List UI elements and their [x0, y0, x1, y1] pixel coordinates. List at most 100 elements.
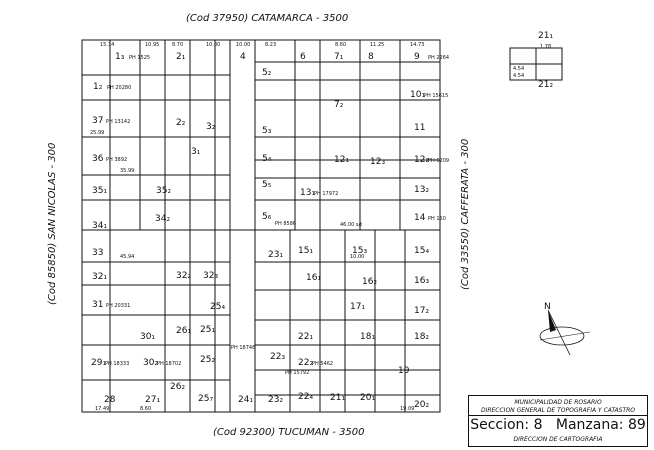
- svg-text:17.49: 17.49: [95, 406, 109, 412]
- parcel-label: 32₁: [92, 272, 108, 282]
- parcel-label: 7₂: [334, 100, 344, 110]
- parcel-label: 25₁: [200, 325, 216, 335]
- parcel-ph-label: PH 5462: [312, 361, 334, 367]
- parcel-label: 31: [92, 300, 104, 310]
- svg-text:14.73: 14.73: [410, 42, 424, 48]
- parcel-ph-label: PH 18333: [105, 361, 130, 367]
- parcel-label: 21₁: [330, 393, 346, 403]
- parcel-label: 20₁: [360, 393, 376, 403]
- parcel-label: 17₁: [350, 302, 366, 312]
- parcel-ph-label: PH 17972: [314, 191, 339, 197]
- street-bottom: (Cod 92300) TUCUMAN - 3500: [213, 427, 365, 438]
- parcel-label: 37: [92, 116, 104, 126]
- svg-text:8.60: 8.60: [335, 42, 346, 48]
- parcel-ph-label: PH 150: [428, 216, 446, 222]
- svg-text:11.25: 11.25: [370, 42, 384, 48]
- parcel-label: 22₄: [298, 392, 314, 402]
- parcel-label: 35₂: [156, 186, 172, 196]
- parcel-label: 33: [92, 248, 104, 258]
- parcel-label: 25₇: [198, 394, 214, 404]
- parcel-label: 8: [368, 52, 374, 62]
- parcel-label: 5₃: [262, 126, 272, 136]
- parcel-label: 2₂: [176, 118, 186, 128]
- parcel-label: 12₂: [414, 155, 430, 165]
- inset-parcel-2: 21₂: [538, 80, 554, 90]
- parcel-label: 22₁: [298, 332, 314, 342]
- block-outline: [81, 39, 441, 413]
- svg-text:45.94: 45.94: [120, 254, 134, 260]
- parcel-label: 16₂: [362, 277, 378, 287]
- parcel-label: 3₂: [206, 122, 216, 132]
- north-arrow-icon: N: [539, 302, 591, 356]
- parcel-label: 14: [414, 213, 426, 223]
- parcel-label: 6: [300, 52, 306, 62]
- parcel-label: PH 15792: [285, 370, 310, 376]
- parcel-label: 20₂: [414, 400, 430, 410]
- parcel-ph-label: PH 2264: [428, 55, 450, 61]
- svg-text:15.14: 15.14: [100, 42, 114, 48]
- parcel-label: 16₁: [306, 273, 322, 283]
- parcel-label: PH 8586: [275, 221, 297, 227]
- parcel-label: 26₂: [170, 382, 186, 392]
- svg-text:35.99: 35.99: [120, 168, 134, 174]
- parcel-label: 30₂: [143, 358, 159, 368]
- svg-text:10.00: 10.00: [206, 42, 220, 48]
- section-label: Seccion:: [470, 417, 530, 433]
- inset-parcel-1: 21₁: [538, 31, 554, 41]
- parcel-label: 12₃: [370, 157, 386, 167]
- parcel-label: 24₁: [238, 395, 254, 405]
- parcel-label: 13₁: [300, 188, 316, 198]
- title-block: MUNICIPALIDAD DE ROSARIO DIRECCION GENER…: [468, 395, 648, 447]
- parcel-label: 13₂: [414, 185, 430, 195]
- parcel-label: 12₁: [334, 155, 350, 165]
- parcel-label: 19: [398, 366, 410, 376]
- parcel-label: 27₁: [145, 395, 161, 405]
- parcel-ph-label: PH 13142: [106, 119, 131, 125]
- parcel-label: 2₁: [176, 52, 186, 62]
- parcel-label: 18₁: [360, 332, 376, 342]
- svg-text:25.99: 25.99: [90, 130, 104, 136]
- parcel-label: PH 18746: [231, 345, 256, 351]
- svg-text:10.00: 10.00: [350, 254, 364, 260]
- svg-text:8.60: 8.60: [140, 406, 151, 412]
- parcel-label: 15₄: [414, 246, 430, 256]
- parcel-label: 22₂: [298, 358, 314, 368]
- parcel-ph-label: PH 6209: [428, 158, 450, 164]
- parcel-ph-label: PH 20280: [107, 85, 132, 91]
- north-label: N: [544, 302, 551, 312]
- parcel-label: 35₁: [92, 186, 108, 196]
- parcel-label: 29₁: [91, 358, 107, 368]
- inset-measure: 4.54: [513, 73, 525, 79]
- block-label: Manzana:: [555, 417, 624, 433]
- parcel-label: 9: [414, 52, 420, 62]
- parcel-label: 25₄: [210, 302, 226, 312]
- parcel-label: 10₁: [410, 90, 426, 100]
- parcel-label: 16₃: [414, 276, 430, 286]
- parcel-label: 1₃: [115, 52, 125, 62]
- parcel-label: 30₁: [140, 332, 156, 342]
- parcel-label: 25₂: [200, 355, 216, 365]
- parcel-label: 32₂: [176, 271, 192, 281]
- direction-label: DIRECCION GENERAL DE TOPOGRAFIA Y CATAST…: [480, 407, 636, 414]
- svg-text:19.09: 19.09: [400, 406, 414, 412]
- svg-text:8.70: 8.70: [172, 42, 183, 48]
- svg-text:10.95: 10.95: [145, 42, 159, 48]
- parcel-label: 1₂: [93, 82, 103, 92]
- parcel-label: 4: [240, 52, 246, 62]
- parcel-label: 5₆: [262, 212, 272, 222]
- parcel-label: 17₂: [414, 306, 430, 316]
- parcel-label: 5₅: [262, 180, 272, 190]
- parcel-label: 11: [414, 123, 426, 133]
- parcel-label: 23₁: [268, 250, 284, 260]
- parcel-ph-label: PH 18702: [157, 361, 182, 367]
- parcel-label: 3₁: [191, 147, 201, 157]
- svg-text:46.00 s/t: 46.00 s/t: [340, 222, 362, 228]
- parcel-ph-label: PH 20331: [106, 303, 131, 309]
- parcel-label: 5₂: [262, 68, 272, 78]
- parcel-label: 15₁: [298, 246, 314, 256]
- parcel-label: 5₄: [262, 154, 272, 164]
- parcel-label: 36: [92, 154, 104, 164]
- cartography-label: DIRECCION DE CARTOGRAFIA: [513, 436, 603, 443]
- inset-measure: 4.54: [513, 66, 525, 72]
